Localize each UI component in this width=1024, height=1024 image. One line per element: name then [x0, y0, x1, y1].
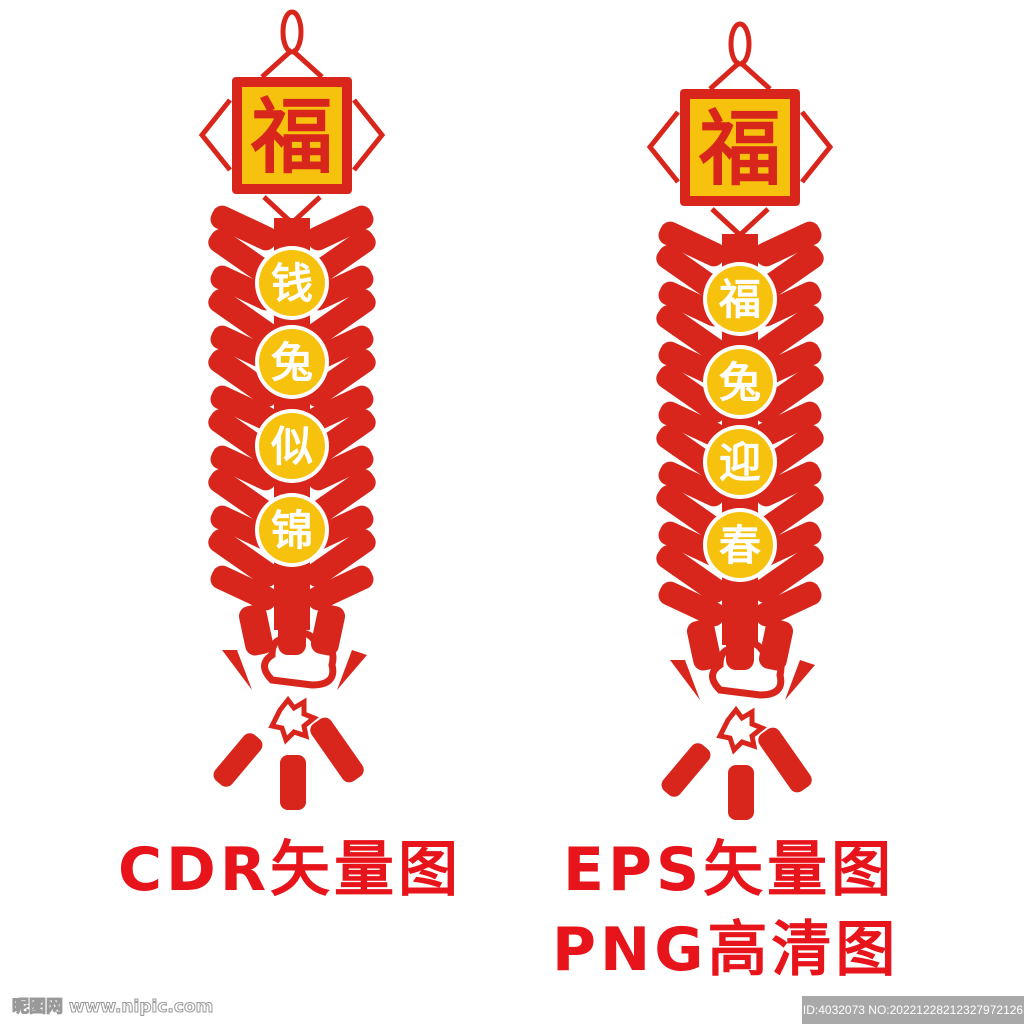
firecracker-bottom	[238, 604, 274, 656]
watermark-site: 昵图网 www.nipic.com	[11, 997, 214, 1018]
firecracker	[752, 545, 824, 603]
broken-firecracker	[280, 755, 306, 810]
coin-character: 锦	[271, 506, 313, 555]
firecracker	[658, 221, 726, 267]
coin	[259, 329, 325, 395]
watermark-id: ID:4032073 NO:20221228212327972126	[802, 996, 1024, 1024]
firecracker-bottom	[726, 620, 754, 670]
explosion-smoke-icon	[709, 640, 785, 699]
coin	[259, 413, 325, 479]
coin	[707, 512, 773, 578]
firecracker	[656, 545, 728, 603]
coin-character: 福	[718, 275, 761, 324]
firecracker	[306, 445, 374, 491]
firecracker	[210, 565, 278, 611]
firecracker	[210, 205, 278, 251]
firecracker-bottom	[758, 619, 794, 671]
hanging-cord	[708, 60, 772, 91]
coin-character: 迎	[719, 438, 761, 487]
firecracker-bottom	[686, 619, 722, 671]
explosion-smoke-icon	[261, 630, 337, 689]
fu-plaque-inner	[690, 99, 790, 196]
firecracker	[658, 401, 726, 447]
coin	[707, 349, 773, 415]
firecracker	[658, 581, 726, 627]
firecracker	[656, 305, 728, 363]
coin	[707, 266, 773, 332]
broken-firecracker	[310, 717, 364, 783]
firecracker	[754, 401, 822, 447]
fu-character: 福	[698, 101, 781, 197]
coin	[259, 250, 325, 316]
firecracker	[306, 205, 374, 251]
firecracker	[210, 385, 278, 431]
fu-plaque-inner	[242, 87, 342, 184]
spark-icon	[268, 695, 319, 745]
broken-firecracker	[758, 727, 812, 793]
eps-label: EPS矢量图	[563, 835, 896, 905]
coin-character: 似	[270, 422, 313, 471]
firecracker	[306, 565, 374, 611]
firecracker	[304, 529, 376, 587]
firecracker	[210, 445, 278, 491]
firecracker	[208, 349, 280, 407]
fu-character: 福	[250, 89, 333, 185]
png-label: PNG高清图	[552, 915, 900, 985]
firecracker	[656, 365, 728, 423]
firecracker	[208, 529, 280, 587]
firecracker	[752, 305, 824, 363]
firecracker	[752, 365, 824, 423]
firecracker	[658, 461, 726, 507]
spark-lines	[670, 660, 815, 700]
firecracker	[754, 221, 822, 267]
coin	[259, 497, 325, 563]
hanging-loop-icon	[280, 9, 304, 55]
hanging-loop-icon	[728, 21, 752, 67]
cdr-label: CDR矢量图	[118, 835, 463, 905]
broken-firecracker	[661, 743, 711, 797]
coin	[707, 429, 773, 495]
coin-character: 春	[719, 521, 761, 570]
firecracker	[304, 349, 376, 407]
broken-firecracker	[728, 765, 754, 820]
spark-icon	[716, 705, 767, 755]
firecracker	[304, 289, 376, 347]
spark-lines	[222, 650, 367, 690]
coin-character: 兔	[719, 358, 761, 407]
firecracker	[306, 385, 374, 431]
firecracker	[754, 461, 822, 507]
coin-character: 钱	[271, 259, 313, 308]
broken-firecracker	[213, 733, 263, 787]
firecracker-bottom	[278, 605, 306, 655]
firecracker	[754, 581, 822, 627]
firecracker	[208, 289, 280, 347]
hanging-cord	[260, 48, 324, 79]
coin-character: 兔	[271, 338, 313, 387]
